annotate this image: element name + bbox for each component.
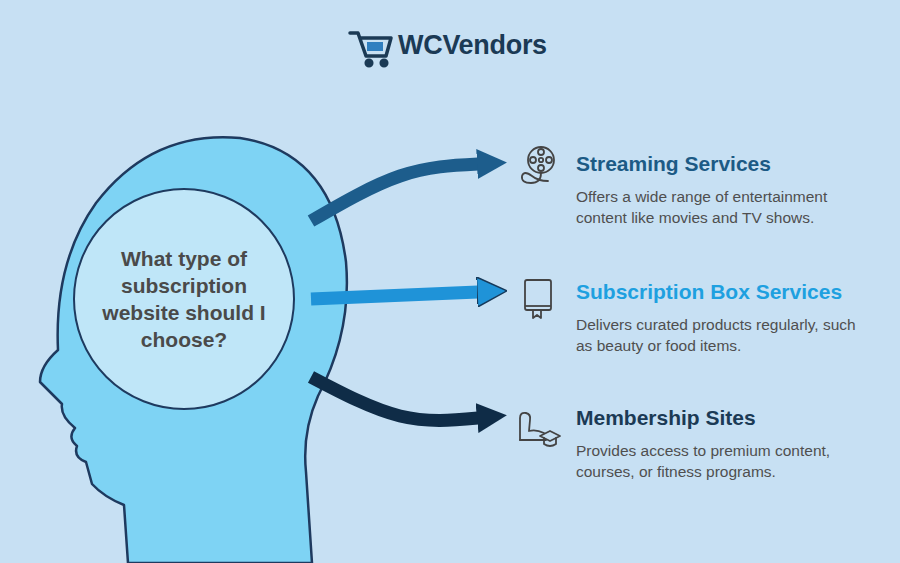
option-description: Delivers curated products regularly, suc… <box>576 314 876 356</box>
film-reel-icon <box>522 147 554 183</box>
arrow-connector <box>311 377 478 420</box>
option-item: Membership SitesProvides access to premi… <box>512 404 886 482</box>
question-text: What type of subscription website should… <box>100 245 268 353</box>
head-silhouette <box>40 137 347 563</box>
option-description: Provides access to premium content, cour… <box>576 440 876 482</box>
option-heading: Subscription Box Services <box>576 278 886 306</box>
option-item: Streaming ServicesOffers a wide range of… <box>512 150 886 228</box>
option-heading: Membership Sites <box>576 404 886 432</box>
question-circle: What type of subscription website should… <box>73 188 295 410</box>
arrow-connector <box>311 292 478 299</box>
arrow-connector <box>311 164 478 221</box>
logo-text: WCVendors <box>398 30 547 61</box>
box-icon <box>525 280 551 318</box>
option-item: Subscription Box ServicesDelivers curate… <box>512 278 886 356</box>
cart-logo <box>350 33 391 66</box>
fitness-education-icon <box>520 413 560 446</box>
option-description: Offers a wide range of entertainment con… <box>576 186 876 228</box>
option-heading: Streaming Services <box>576 150 886 178</box>
